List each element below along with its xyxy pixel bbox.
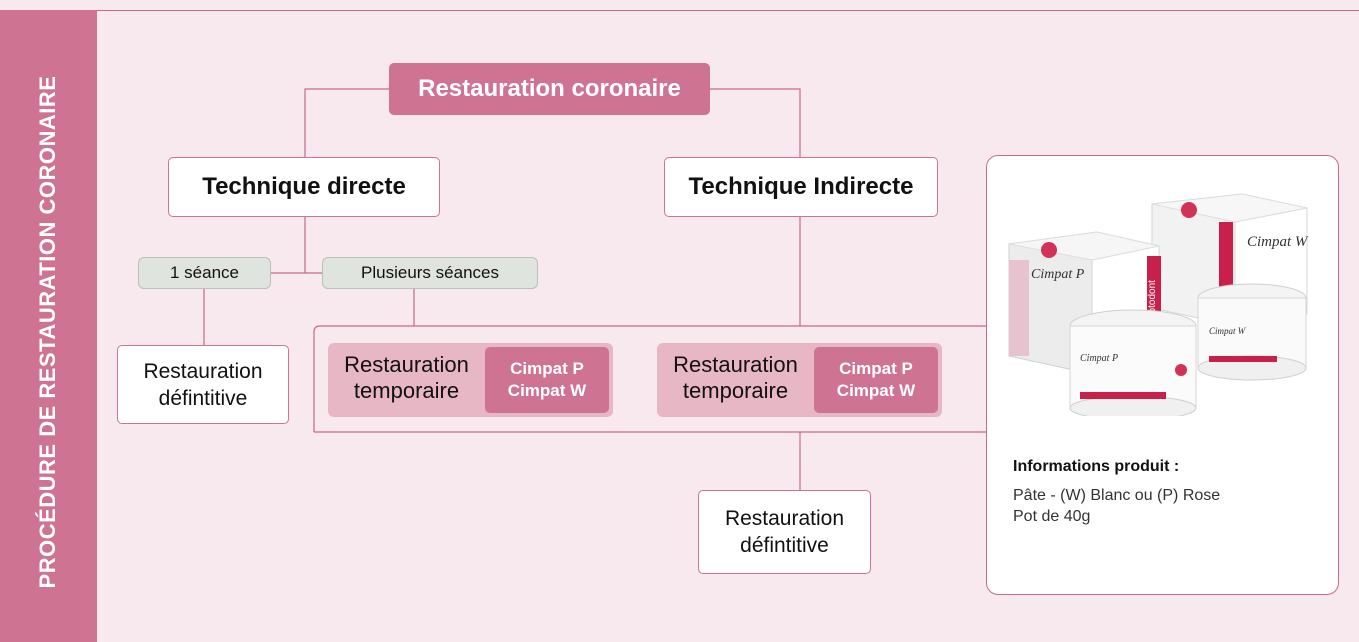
product-info-line-1: Pâte - (W) Blanc ou (P) Rose (1013, 487, 1221, 504)
final-bottom-line2: défintitive (740, 534, 829, 557)
temporary-2-products: Cimpat P Cimpat W (814, 347, 938, 413)
connector-root-right (710, 88, 801, 157)
top-border (97, 10, 1359, 11)
connector-root-left (304, 88, 389, 157)
box-p-brand: Cimpat P (1031, 267, 1085, 282)
jar-p-brand: Cimpat P (1080, 353, 1118, 364)
temporary-2-line1: Restauration (673, 352, 798, 377)
connector-directe-sessions (271, 217, 322, 274)
temporary-restoration-1: Restauration temporaire Cimpat P Cimpat … (328, 343, 613, 417)
one-session-pill: 1 séance (138, 257, 271, 289)
product-cimpat-w: Cimpat W (836, 381, 916, 400)
cimpat-w-jar: Cimpat W (1197, 283, 1307, 381)
product-cimpat-p: Cimpat P (839, 359, 913, 378)
jar-w-brand: Cimpat W (1209, 326, 1247, 336)
temporary-1-line2: temporaire (353, 378, 460, 403)
product-info-card: Cimpat W Cimpat P septodont Cimpat W Cim (986, 155, 1339, 595)
sidebar-banner: PROCÉDURE DE RESTAURATION CORONAIRE (0, 10, 97, 642)
multiple-sessions-pill: Plusieurs séances (322, 257, 538, 289)
bracket-outline (313, 325, 986, 433)
final-restoration-bottom: Restauration défintitive (698, 490, 871, 574)
temporary-1-label: Restauration temporaire (328, 352, 485, 404)
temporary-restoration-2: Restauration temporaire Cimpat P Cimpat … (657, 343, 942, 417)
cimpat-p-jar: Cimpat P (1069, 309, 1197, 416)
box-w-brand: Cimpat W (1247, 234, 1309, 250)
product-cimpat-p: Cimpat P (510, 359, 584, 378)
box-brand: septodont (1147, 280, 1158, 324)
product-cimpat-w: Cimpat W (507, 381, 587, 400)
final-bottom-line1: Restauration (724, 507, 845, 530)
temporary-2-line2: temporaire (682, 378, 789, 403)
product-info-line-2: Pot de 40g (1013, 508, 1091, 525)
temporary-1-line1: Restauration (344, 352, 469, 377)
technique-directe-node: Technique directe (168, 157, 440, 217)
final-restoration-left: Restauration défintitive (117, 345, 289, 424)
temporary-2-label: Restauration temporaire (657, 352, 814, 404)
root-node: Restauration coronaire (389, 63, 710, 115)
temporary-1-products: Cimpat P Cimpat W (485, 347, 609, 413)
product-image: Cimpat W Cimpat P septodont Cimpat W Cim (1008, 193, 1309, 416)
final-left-line1: Restauration (143, 359, 263, 383)
final-left-line2: défintitive (158, 386, 248, 410)
product-info-title: Informations produit : (1013, 458, 1180, 475)
technique-indirecte-node: Technique Indirecte (664, 157, 938, 217)
